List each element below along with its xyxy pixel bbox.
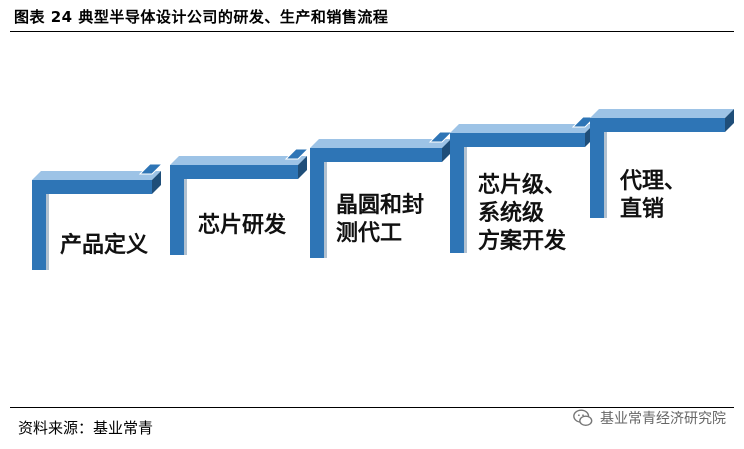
brace-horizontal-bar: [450, 133, 585, 147]
wechat-icon: [573, 409, 593, 427]
brace-top-face: [32, 171, 161, 180]
step-label: 测代工: [336, 221, 402, 246]
bottom-rule: [10, 407, 734, 408]
connector-arrow: [284, 148, 310, 160]
brace-horizontal-bar: [32, 180, 152, 194]
source-note: 资料来源：基业常青: [18, 419, 154, 437]
step-label: 晶圆和封: [336, 193, 424, 218]
brace-side-face: [152, 171, 161, 194]
brace-horizontal-bar: [310, 148, 442, 162]
watermark-text: 基业常青经济研究院: [600, 411, 726, 427]
brace-side-face: [298, 156, 307, 179]
brace-vertical-bar: [170, 165, 184, 255]
brace-inner-shadow: [46, 194, 49, 270]
brace-vertical-bar: [310, 148, 324, 258]
step-label: 方案开发: [478, 228, 567, 254]
brace-top-face: [170, 156, 307, 165]
brace-vertical-bar: [32, 180, 46, 270]
watermark: 基业常青经济研究院: [572, 407, 726, 429]
brace-inner-shadow: [464, 147, 467, 253]
step-label: 直销: [620, 196, 664, 222]
process-step-5: 代理、直销: [590, 109, 734, 222]
step-label: 芯片级、: [478, 172, 566, 198]
brace-inner-shadow: [604, 132, 607, 218]
brace-top-face: [310, 139, 451, 148]
figure-title: 图表 24 典型半导体设计公司的研发、生产和销售流程: [14, 8, 389, 26]
step-label: 芯片研发: [198, 212, 287, 238]
brace-top-face: [590, 109, 734, 118]
process-step-2: 芯片研发: [170, 148, 310, 255]
step-label: 系统级: [478, 200, 544, 226]
brace-inner-shadow: [184, 179, 187, 255]
brace-vertical-bar: [450, 133, 464, 253]
step-label: 产品定义: [60, 232, 148, 258]
brace-horizontal-bar: [590, 118, 725, 132]
process-step-1: 产品定义: [32, 163, 164, 270]
brace-top-face: [450, 124, 594, 133]
brace-inner-shadow: [324, 162, 327, 258]
brace-side-face: [725, 109, 734, 132]
brace-horizontal-bar: [170, 165, 298, 179]
step-label: 代理、: [619, 169, 686, 194]
brace-side-face: [442, 139, 451, 162]
top-rule: [10, 31, 734, 32]
connector-arrow: [138, 163, 164, 175]
brace-vertical-bar: [590, 118, 604, 218]
